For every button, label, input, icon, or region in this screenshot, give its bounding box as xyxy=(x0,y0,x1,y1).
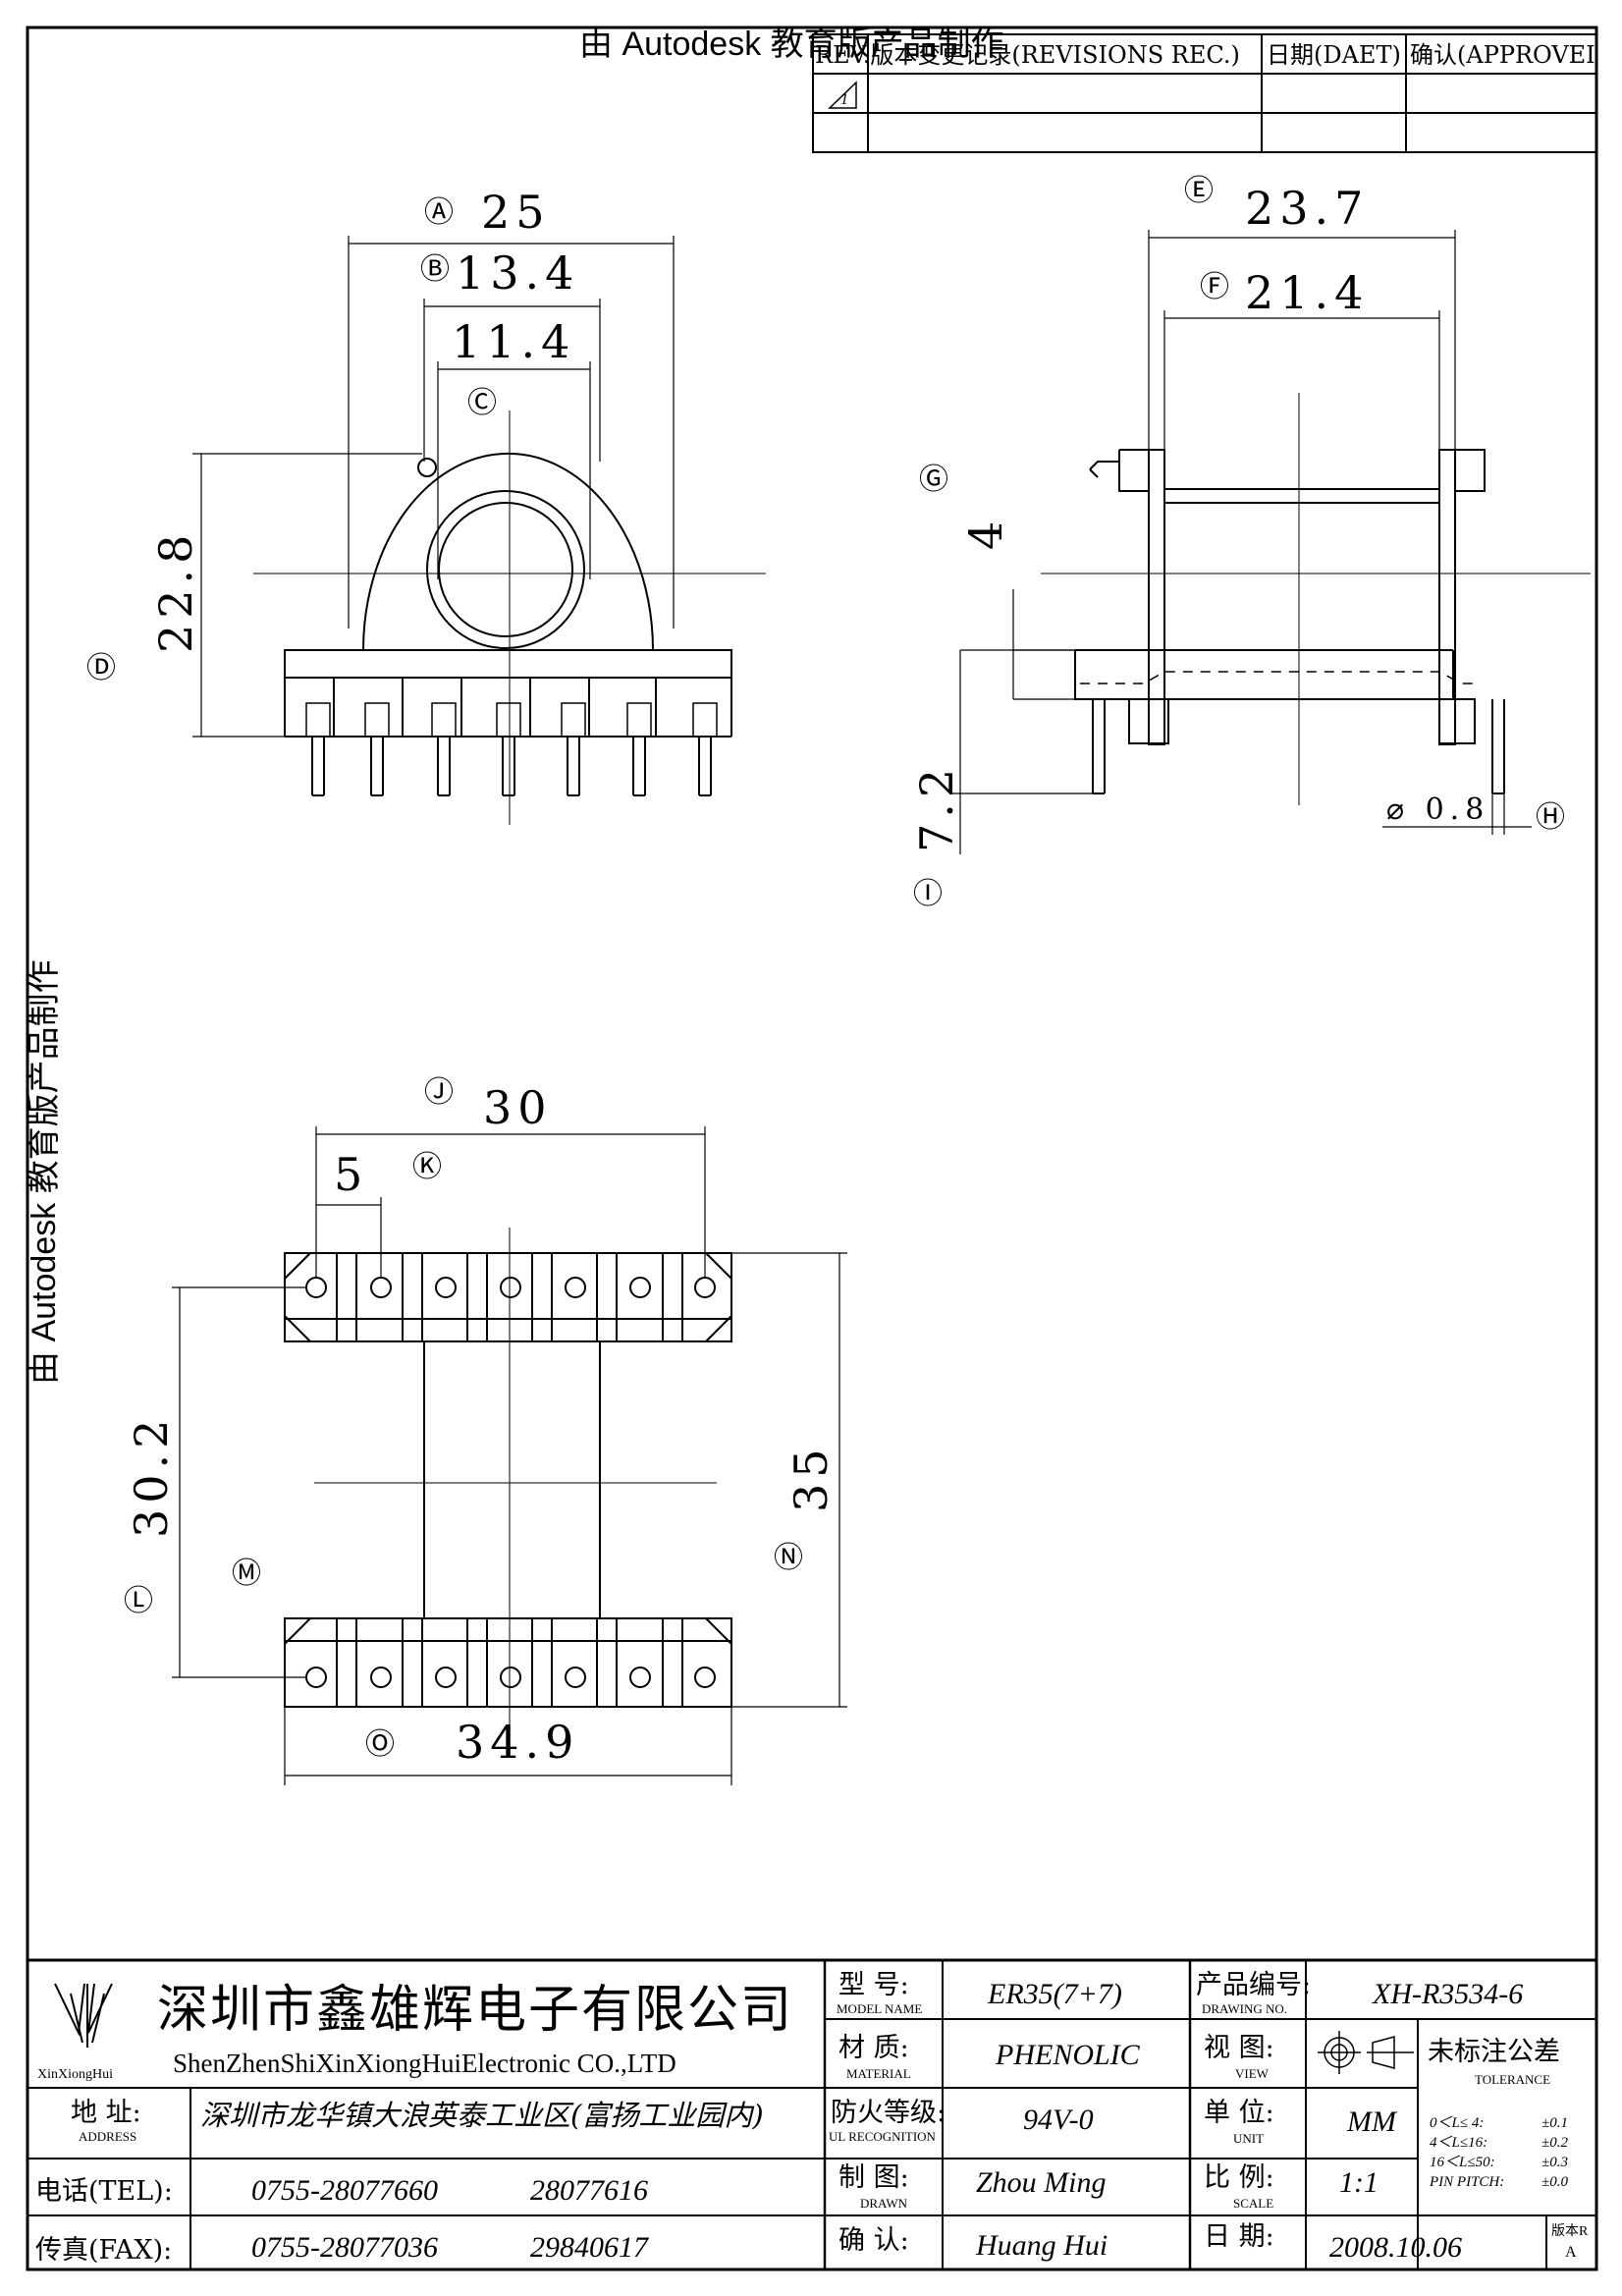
mark-I: Ⓘ xyxy=(913,877,943,911)
tel-2: 28077616 xyxy=(530,2174,648,2207)
tol-range-1: 0＜L≤ 4: xyxy=(1430,2115,1484,2131)
fax-1: 0755-28077036 xyxy=(251,2231,438,2264)
address-label-en: ADDRESS xyxy=(79,2129,136,2144)
title-block xyxy=(26,1958,1598,2271)
unit-label-en: UNIT xyxy=(1233,2131,1264,2146)
model-label: 型 号: xyxy=(838,1970,909,2000)
dim-D-value: 22.8 xyxy=(149,529,202,653)
approve-label: 确 认: xyxy=(838,2225,909,2256)
version-value: A xyxy=(1565,2244,1577,2261)
rev-date-header: 日期(DAET) xyxy=(1267,41,1401,69)
unit-value: MM xyxy=(1346,2105,1398,2138)
view-label-en: VIEW xyxy=(1235,2066,1270,2081)
version-label: 版本R xyxy=(1551,2223,1589,2239)
model-value: ER35(7+7) xyxy=(987,1978,1122,2010)
dim-I-value: 7.2 xyxy=(910,763,963,852)
company-name-cn: 深圳市鑫雄辉电子有限公司 xyxy=(157,1981,793,2040)
tol-range-4: PIN PITCH: xyxy=(1429,2174,1504,2190)
dim-O-value: 34.9 xyxy=(456,1716,579,1769)
dim-B-value: 13.4 xyxy=(456,246,579,300)
dim-J-value: 30 xyxy=(483,1081,553,1134)
mark-M: Ⓜ xyxy=(232,1557,261,1591)
dim-F-value: 21.4 xyxy=(1245,266,1369,319)
ul-label: 防火等级: xyxy=(831,2098,946,2128)
mark-B: Ⓑ xyxy=(420,252,450,287)
address-label: 地 址: xyxy=(71,2098,141,2128)
watermark-top: 由 Autodesk 教育版产品制作 xyxy=(579,26,1004,63)
drawn-value: Zhou Ming xyxy=(976,2166,1107,2199)
scale-label-en: SCALE xyxy=(1233,2196,1273,2211)
drawing-no-value: XH-R3534-6 xyxy=(1372,1978,1523,2010)
mark-L: Ⓛ xyxy=(124,1584,153,1618)
dim-H-value: ⌀ 0.8 xyxy=(1386,793,1489,827)
rev-row1-number: 1 xyxy=(840,91,848,108)
tol-value-2: ±0.2 xyxy=(1541,2135,1568,2151)
bottom-view xyxy=(172,1126,847,1785)
ul-label-en: UL RECOGNITION xyxy=(829,2129,937,2144)
tol-value-4: ±0.0 xyxy=(1541,2174,1568,2190)
dim-E-value: 23.7 xyxy=(1245,182,1369,235)
address-value: 深圳市龙华镇大浪英泰工业区(富扬工业园内) xyxy=(200,2099,764,2132)
ul-value: 94V-0 xyxy=(1023,2104,1094,2136)
rev-approve-header: 确认(APPROVEI xyxy=(1410,41,1595,69)
mark-H: Ⓗ xyxy=(1536,800,1565,835)
mark-F: Ⓕ xyxy=(1200,270,1229,304)
mark-N: Ⓝ xyxy=(774,1541,803,1575)
tolerance-label-en: TOLERANCE xyxy=(1475,2072,1550,2087)
tol-value-1: ±0.1 xyxy=(1541,2115,1568,2131)
tol-range-2: 4＜L≤16: xyxy=(1430,2135,1487,2151)
mark-E: Ⓔ xyxy=(1184,174,1214,208)
approve-value: Huang Hui xyxy=(975,2229,1108,2262)
drawn-label-en: DRAWN xyxy=(860,2196,908,2211)
mark-D: Ⓓ xyxy=(86,651,116,685)
company-logo-icon xyxy=(54,1983,113,2048)
drawing-border xyxy=(26,26,1598,2271)
mark-G: Ⓖ xyxy=(919,463,948,497)
mark-C: Ⓒ xyxy=(467,386,497,420)
tol-value-3: ±0.3 xyxy=(1541,2155,1568,2170)
dim-K-value: 5 xyxy=(334,1148,368,1201)
dim-G-value: 4 xyxy=(959,516,1012,550)
unit-label: 单 位: xyxy=(1204,2098,1274,2128)
mark-A: Ⓐ xyxy=(424,195,454,230)
scale-label: 比 例: xyxy=(1204,2162,1274,2193)
drawing-no-label-en: DRAWING NO. xyxy=(1202,2001,1287,2016)
bobbin-core-inner xyxy=(438,502,573,637)
tel-1: 0755-28077660 xyxy=(251,2174,438,2207)
dim-B2-value: 11.4 xyxy=(452,315,575,368)
bobbin-core-outer xyxy=(426,490,585,649)
projection-symbol-icon xyxy=(1318,2031,1414,2074)
company-name-en: ShenZhenShiXinXiongHuiElectronic CO.,LTD xyxy=(173,2049,676,2078)
watermark-left: 由 Autodesk 教育版产品制作 xyxy=(26,959,63,1385)
tel-label: 电话(TEL): xyxy=(35,2176,173,2207)
logo-text: XinXiongHui xyxy=(37,2067,113,2082)
mark-K: Ⓚ xyxy=(412,1150,442,1184)
date-label: 日 期: xyxy=(1204,2221,1274,2252)
tol-range-3: 16＜L≤50: xyxy=(1430,2155,1495,2170)
material-label-en: MATERIAL xyxy=(846,2066,911,2081)
dim-L-value: 30.2 xyxy=(125,1414,178,1538)
dim-N-value: 35 xyxy=(784,1443,838,1512)
tolerance-label: 未标注公差 xyxy=(1428,2037,1560,2067)
model-label-en: MODEL NAME xyxy=(837,2001,922,2016)
drawn-label: 制 图: xyxy=(838,2162,909,2193)
dim-A-value: 25 xyxy=(481,186,551,239)
front-view xyxy=(192,236,766,825)
material-value: PHENOLIC xyxy=(995,2039,1141,2071)
material-label: 材 质: xyxy=(838,2033,909,2063)
mark-O: Ⓞ xyxy=(365,1727,395,1762)
fax-label: 传真(FAX): xyxy=(35,2235,172,2266)
revision-triangle-icon xyxy=(828,81,857,109)
revision-table xyxy=(812,33,1597,153)
rev-col-header: REV.版本变更记录(REVISIONS REC.) xyxy=(815,41,1240,69)
mark-J: Ⓙ xyxy=(424,1075,454,1110)
date-value: 2008.10.06 xyxy=(1329,2231,1462,2264)
side-view xyxy=(952,230,1591,854)
view-label: 视 图: xyxy=(1204,2033,1274,2063)
fax-2: 29840617 xyxy=(530,2231,650,2264)
scale-value: 1:1 xyxy=(1339,2166,1379,2199)
drawing-no-label: 产品编号: xyxy=(1196,1970,1311,2000)
